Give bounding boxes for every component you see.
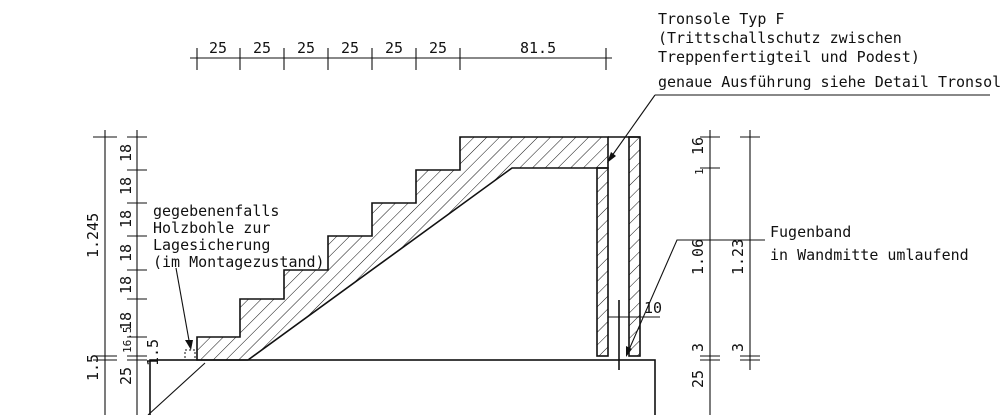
right-three-a: 3 — [689, 343, 707, 352]
holzbohle-line-4: (im Montagezustand) — [153, 253, 325, 271]
right-top-small: 1 — [693, 168, 706, 175]
left-riser-2: 18 — [117, 177, 135, 195]
right-mid-tall: 1.23 — [729, 239, 747, 275]
right-three-b: 3 — [729, 343, 747, 352]
wall-right-leaf — [628, 136, 641, 357]
top-dimension-line: 25 25 25 25 25 25 81.5 — [190, 39, 612, 70]
top-dim-6: 25 — [429, 39, 447, 57]
holzbohle-marker — [184, 349, 196, 361]
tronsole-line-1: Tronsole Typ F — [658, 10, 784, 28]
left-riser-3: 18 — [117, 210, 135, 228]
fugenband-line-1: Fugenband — [770, 223, 851, 241]
top-dim-1: 25 — [209, 39, 227, 57]
tronsole-line-4: genaue Ausführung siehe Detail Tronsole — [658, 73, 1000, 91]
tronsole-note: Tronsole Typ F (Trittschallschutz zwisch… — [658, 10, 1000, 91]
holzbohle-note: gegebenenfalls Holzbohle zur Lagesicheru… — [153, 202, 325, 271]
bottom-leader — [147, 362, 206, 415]
left-bottom-b: 25 — [117, 367, 135, 385]
top-dim-5: 25 — [385, 39, 403, 57]
left-bottom-a: 1.5 — [84, 354, 102, 381]
right-top-small-b: 16 — [689, 137, 707, 155]
left-riser-4: 18 — [117, 244, 135, 262]
tronsole-arrowhead — [607, 152, 616, 163]
top-dim-3: 25 — [297, 39, 315, 57]
tronsole-line-3: Treppenfertigteil und Podest) — [658, 48, 920, 66]
wall-left-leaf — [596, 167, 609, 357]
stair-flight — [196, 136, 609, 361]
holzbohle-line-1: gegebenenfalls — [153, 202, 279, 220]
holzbohle-arrowhead — [185, 340, 193, 350]
right-ten: 10 — [644, 299, 662, 317]
left-riser-5: 18 — [117, 276, 135, 294]
top-dim-4: 25 — [341, 39, 359, 57]
holzbohle-line-3: Lagesicherung — [153, 236, 270, 254]
left-small-b: 1.5 — [144, 339, 162, 366]
holzbohle-line-2: Holzbohle zur — [153, 219, 270, 237]
right-dimension-lines: 1 16 1.06 1.23 3 3 25 10 — [608, 130, 760, 415]
right-mid: 1.06 — [689, 239, 707, 275]
top-dim-2: 25 — [253, 39, 271, 57]
fugenband-leader — [627, 239, 765, 353]
tronsole-arrow — [608, 94, 656, 161]
left-riser-6: 18 — [117, 312, 135, 330]
fugenband-line-2: in Wandmitte umlaufend — [770, 246, 969, 264]
left-small-a: 16.5 — [121, 327, 134, 354]
right-bottom: 25 — [689, 370, 707, 388]
floor-slab — [149, 359, 656, 415]
left-dimension-lines: 1.245 18 18 18 18 18 18 16.5 1.5 1.5 25 — [84, 130, 162, 415]
left-dim-total: 1.245 — [84, 213, 102, 258]
fugenband-note: Fugenband in Wandmitte umlaufend — [770, 223, 969, 264]
holzbohle-arrow — [175, 267, 191, 347]
fugenband-arrowhead — [626, 346, 632, 357]
top-dim-7: 81.5 — [520, 39, 556, 57]
tronsole-line-2: (Trittschallschutz zwischen — [658, 29, 902, 47]
left-riser-1: 18 — [117, 144, 135, 162]
